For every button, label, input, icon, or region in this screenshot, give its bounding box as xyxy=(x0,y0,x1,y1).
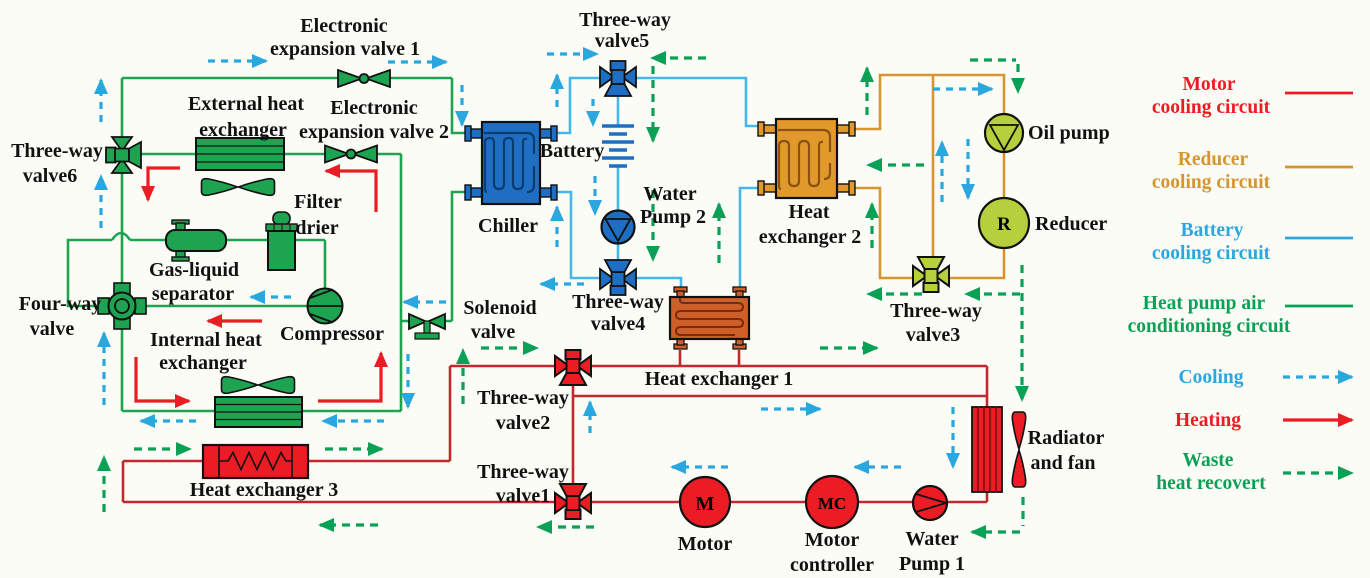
svg-text:Filter: Filter xyxy=(294,191,342,213)
svg-text:Reducer: Reducer xyxy=(1178,149,1249,170)
svg-text:Internal heat: Internal heat xyxy=(150,329,262,351)
svg-text:Radiator: Radiator xyxy=(1028,427,1105,449)
svg-text:Heat exchanger 3: Heat exchanger 3 xyxy=(190,479,339,501)
svg-text:Battery: Battery xyxy=(540,140,604,162)
svg-text:valve4: valve4 xyxy=(591,313,645,335)
svg-text:Motor: Motor xyxy=(1182,74,1235,95)
svg-text:Cooling: Cooling xyxy=(1178,367,1243,388)
svg-text:Motor: Motor xyxy=(678,533,733,555)
svg-text:Three-way: Three-way xyxy=(890,300,982,322)
svg-text:exchanger: exchanger xyxy=(159,352,247,374)
svg-text:Heat: Heat xyxy=(788,201,829,223)
svg-text:valve2: valve2 xyxy=(496,412,550,434)
svg-text:Solenoid: Solenoid xyxy=(463,297,536,319)
svg-text:controller: controller xyxy=(790,554,874,576)
svg-text:Battery: Battery xyxy=(1181,220,1244,241)
svg-text:conditioning circuit: conditioning circuit xyxy=(1128,316,1291,337)
svg-text:Four-way: Four-way xyxy=(19,293,102,315)
svg-text:Water: Water xyxy=(643,183,696,205)
svg-text:Heat exchanger 1: Heat exchanger 1 xyxy=(645,368,794,390)
svg-text:Gas-liquid: Gas-liquid xyxy=(149,259,239,281)
svg-text:Heating: Heating xyxy=(1175,410,1241,431)
svg-text:Pump 1: Pump 1 xyxy=(899,553,965,575)
svg-text:Three-way: Three-way xyxy=(477,387,569,409)
svg-text:Waste: Waste xyxy=(1183,450,1234,471)
svg-text:valve6: valve6 xyxy=(23,165,77,187)
svg-text:exchanger 2: exchanger 2 xyxy=(759,226,861,248)
svg-text:Three-way: Three-way xyxy=(579,9,671,31)
svg-text:and fan: and fan xyxy=(1030,452,1095,474)
svg-text:expansion valve 1: expansion valve 1 xyxy=(270,38,420,60)
svg-text:cooling circuit: cooling circuit xyxy=(1152,97,1271,118)
svg-text:Oil pump: Oil pump xyxy=(1028,122,1110,144)
svg-text:Three-way: Three-way xyxy=(572,291,664,313)
svg-text:separator: separator xyxy=(152,283,234,305)
svg-text:cooling circuit: cooling circuit xyxy=(1152,172,1271,193)
svg-text:drier: drier xyxy=(295,217,338,239)
svg-text:valve: valve xyxy=(471,321,516,343)
svg-text:Motor: Motor xyxy=(805,529,860,551)
svg-text:Electronic: Electronic xyxy=(330,97,418,119)
svg-text:Three-way: Three-way xyxy=(477,461,569,483)
svg-text:Reducer: Reducer xyxy=(1035,213,1107,235)
svg-text:Water: Water xyxy=(905,528,958,550)
svg-text:R: R xyxy=(997,214,1011,235)
svg-text:valve1: valve1 xyxy=(496,485,550,507)
svg-text:valve5: valve5 xyxy=(595,30,649,52)
svg-text:External heat: External heat xyxy=(188,93,304,115)
svg-text:Three-way: Three-way xyxy=(11,140,103,162)
svg-text:Heat pump air: Heat pump air xyxy=(1143,293,1266,314)
svg-text:exchanger: exchanger xyxy=(199,119,287,141)
svg-text:valve3: valve3 xyxy=(906,324,960,346)
svg-text:Pump 2: Pump 2 xyxy=(640,206,706,228)
svg-text:expansion valve 2: expansion valve 2 xyxy=(299,121,449,143)
svg-text:heat recovert: heat recovert xyxy=(1156,473,1266,494)
svg-text:MC: MC xyxy=(818,494,846,513)
svg-text:M: M xyxy=(696,493,715,515)
svg-text:Chiller: Chiller xyxy=(478,215,538,237)
svg-text:cooling circuit: cooling circuit xyxy=(1152,243,1271,264)
svg-text:Electronic: Electronic xyxy=(300,15,388,37)
svg-text:Compressor: Compressor xyxy=(280,323,384,345)
svg-text:valve: valve xyxy=(30,318,75,340)
